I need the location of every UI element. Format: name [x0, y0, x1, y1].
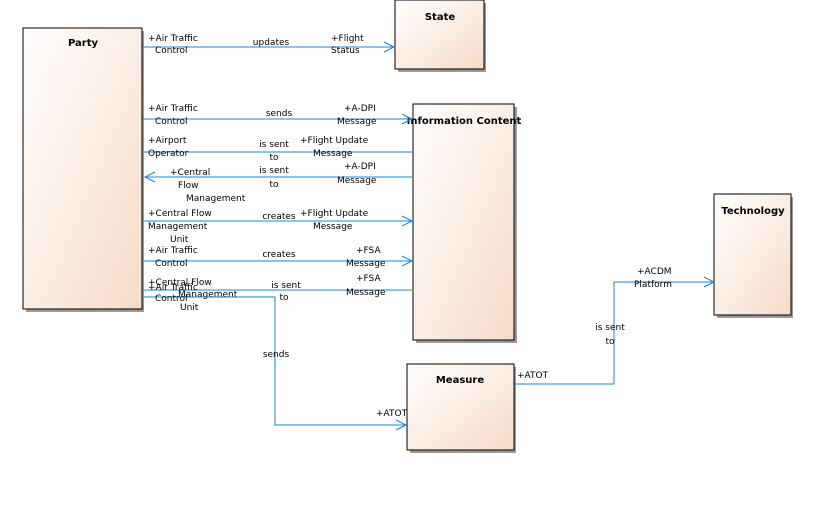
c3-target-role-2: Message	[313, 149, 353, 159]
c7-source-role-3: Unit	[180, 303, 199, 313]
c5-source-role-1: +Central Flow	[148, 209, 212, 219]
c8-target-role: +ATOT	[376, 409, 408, 419]
c4-target-role-2: Message	[337, 176, 377, 186]
c8-source-role-1: +Air Traffic	[148, 283, 198, 293]
c7-name-2: to	[279, 293, 289, 303]
connector-is-sent-to-fsa[interactable]: +Central Flow Management Unit is sent to…	[143, 274, 412, 313]
measure-class[interactable]: Measure	[406, 363, 516, 453]
c3-name-2: to	[269, 153, 279, 163]
c3-source-role-1: +Airport	[148, 136, 187, 146]
c6-source-role-1: +Air Traffic	[148, 246, 198, 256]
measure-class-title: Measure	[436, 375, 484, 386]
c4-name-2: to	[269, 180, 279, 190]
c7-source-role-1: +Central Flow	[148, 278, 212, 288]
c9-target-role-2: Platform	[634, 280, 672, 290]
information-content-class[interactable]: Information Content	[407, 103, 522, 343]
c4-source-role-2: Flow	[178, 181, 199, 191]
c1-target-role-1: +Flight	[331, 34, 364, 44]
c6-target-role-1: +FSA	[356, 246, 381, 256]
information-content-class-title: Information Content	[407, 116, 522, 127]
technology-class-title: Technology	[721, 206, 785, 217]
state-class-title: State	[425, 12, 456, 23]
c4-target-role-1: +A-DPI	[344, 162, 376, 172]
c7-target-role-2: Message	[346, 288, 386, 298]
c1-name: updates	[253, 38, 290, 48]
c9-name-2: to	[605, 337, 615, 347]
c6-target-role-2: Message	[346, 259, 386, 269]
connector-sends-adpi[interactable]: +Air Traffic Control sends +A-DPI Messag…	[143, 104, 414, 127]
c5-source-role-3: Unit	[170, 235, 189, 245]
c5-name: creates	[262, 212, 296, 222]
connector-is-sent-to-acdm[interactable]: +ATOT is sent to +ACDM Platform	[515, 267, 716, 385]
party-class[interactable]: Party	[22, 27, 144, 312]
connector-is-sent-to-flight-update[interactable]: +Airport Operator is sent to +Flight Upd…	[143, 136, 412, 163]
connector-sends-atot[interactable]: +Air Traffic Control sends +ATOT	[143, 283, 408, 431]
party-class-title: Party	[68, 38, 99, 49]
c2-target-role-2: Message	[337, 117, 377, 127]
c2-target-role-1: +A-DPI	[344, 104, 376, 114]
c3-target-role-1: +Flight Update	[300, 136, 369, 146]
c5-target-role-2: Message	[313, 222, 353, 232]
technology-class[interactable]: Technology	[713, 193, 793, 318]
c2-name: sends	[266, 109, 293, 119]
c9-source-role: +ATOT	[517, 371, 549, 381]
c1-target-role-2: Status	[331, 46, 360, 56]
c4-source-role-1: +Central	[170, 168, 210, 178]
connector-is-sent-to-adpi[interactable]: +Central Flow Management is sent to +A-D…	[143, 162, 412, 204]
c2-source-role-1: +Air Traffic	[148, 104, 198, 114]
c5-source-role-2: Management	[148, 222, 208, 232]
c8-source-role-2: Control	[155, 294, 188, 304]
c6-source-role-2: Control	[155, 259, 188, 269]
c2-source-role-2: Control	[155, 117, 188, 127]
c6-name: creates	[262, 250, 296, 260]
connector-updates[interactable]: +Air Traffic Control updates +Flight Sta…	[143, 34, 396, 56]
c4-name-1: is sent	[259, 166, 289, 176]
c7-source-role-2: Management	[178, 290, 238, 300]
c9-name-1: is sent	[595, 323, 625, 333]
c7-target-role-1: +FSA	[356, 274, 381, 284]
c8-name: sends	[263, 350, 290, 360]
c5-target-role-1: +Flight Update	[300, 209, 369, 219]
c1-source-role-2: Control	[155, 46, 188, 56]
c7-name-1: is sent	[271, 281, 301, 291]
c9-target-role-1: +ACDM	[637, 267, 672, 277]
c4-source-role-3: Management	[186, 194, 246, 204]
c3-name-1: is sent	[259, 140, 289, 150]
c3-source-role-2: Operator	[148, 149, 189, 159]
connector-creates-fsa[interactable]: +Air Traffic Control creates +FSA Messag…	[143, 246, 414, 269]
state-class[interactable]: State	[394, 0, 486, 72]
connector-creates-flight-update[interactable]: +Central Flow Management Unit creates +F…	[143, 209, 414, 245]
c1-source-role-1: +Air Traffic	[148, 34, 198, 44]
